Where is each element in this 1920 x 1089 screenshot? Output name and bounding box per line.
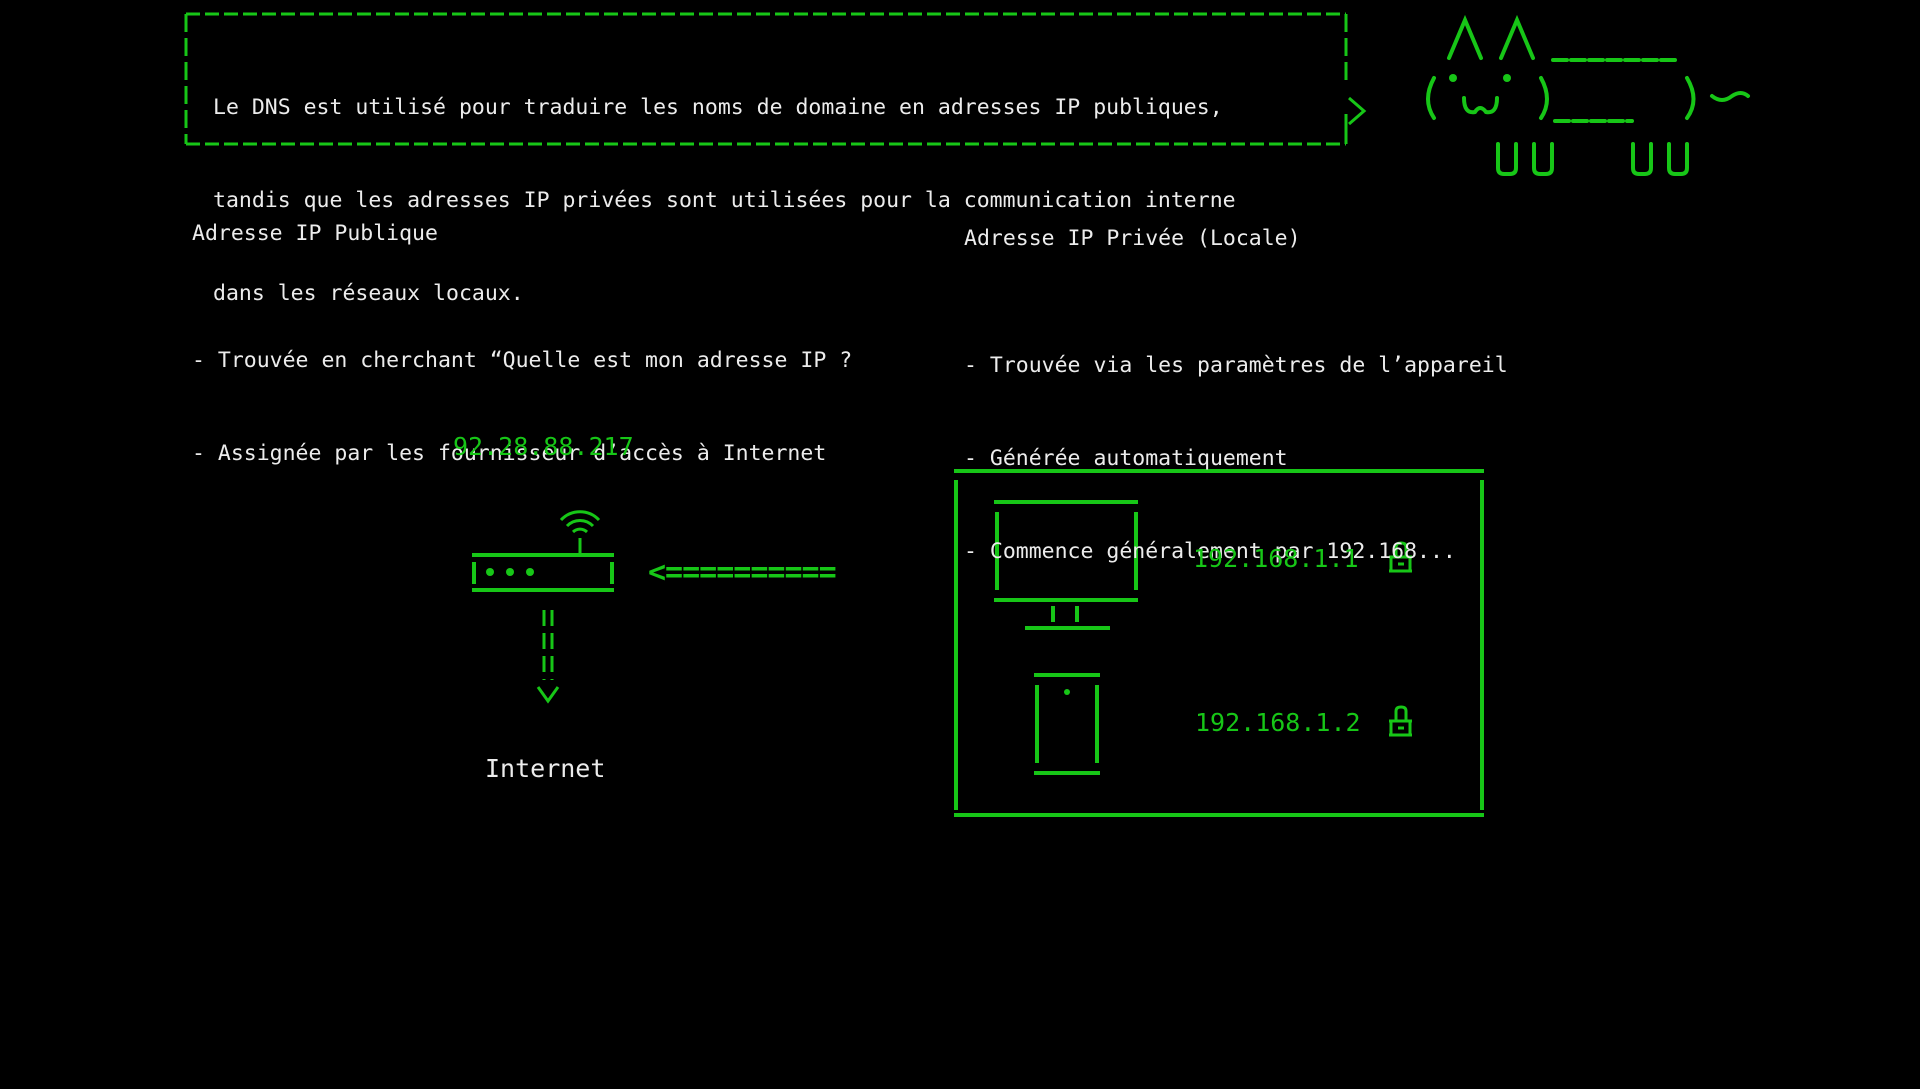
monitor-icon — [994, 500, 1138, 630]
public-ip-list: - Trouvée en cherchant “Quelle est mon a… — [192, 283, 852, 500]
private-ip-list: - Trouvée via les paramètres de l’appare… — [964, 288, 1508, 598]
speech-bubble: Le DNS est utilisé pour traduire les nom… — [213, 30, 1236, 340]
wifi-icon — [559, 510, 601, 554]
speech-bubble-frame — [184, 12, 1367, 146]
device-ip-computer: 192.168.1.1 — [1193, 544, 1359, 573]
list-item: - Trouvée via les paramètres de l’appare… — [964, 353, 1508, 378]
internet-arrow — [536, 610, 560, 704]
router-icon — [472, 553, 614, 592]
ascii-cat-logo — [1426, 14, 1750, 176]
lock-icon — [1389, 705, 1412, 737]
lock-icon — [1389, 541, 1412, 573]
internet-label: Internet — [485, 754, 606, 783]
public-ip-address: 92.28.88.217 — [453, 432, 634, 461]
list-item: - Assignée par les fournisseur d’accès à… — [192, 441, 827, 466]
public-ip-title: Adresse IP Publique — [192, 221, 438, 246]
speech-bubble-line: dans les réseaux locaux. — [213, 281, 524, 306]
speech-bubble-line: Le DNS est utilisé pour traduire les nom… — [213, 95, 1223, 120]
list-item: - Commence généralement par 192.168... — [964, 539, 1456, 564]
speech-bubble-line: tandis que les adresses IP privées sont … — [213, 188, 1236, 213]
network-arrow: <========== — [648, 555, 837, 590]
private-ip-title: Adresse IP Privée (Locale) — [964, 226, 1301, 251]
device-ip-phone: 192.168.1.2 — [1195, 708, 1361, 737]
list-item: - Trouvée en cherchant “Quelle est mon a… — [192, 348, 853, 373]
list-item: - Générée automatiquement — [964, 446, 1288, 471]
phone-icon — [1034, 673, 1100, 775]
local-network-box — [954, 469, 1484, 817]
